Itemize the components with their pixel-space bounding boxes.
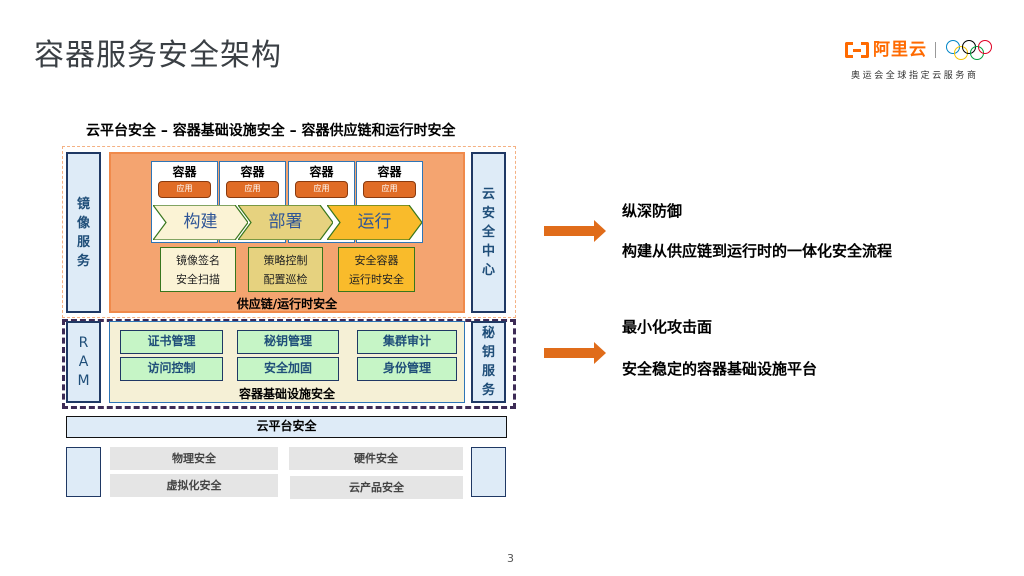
side-char: 全 [481,225,495,240]
task-line: 配置巡检 [263,272,308,286]
bottom-right-box [471,447,506,497]
bullet-detail: 构建从供应链到运行时的一体化安全流程 [622,242,893,260]
brand-name: 阿里云 [873,40,927,60]
olympic-rings-icon [946,39,994,61]
bullet-detail: 安全稳定的容器基础设施平台 [622,360,818,378]
bullet-heading: 纵深防御 [622,202,683,220]
stage-chevron-deploy: 部署 [238,205,333,240]
cloud-platform-bar: 云平台安全 [66,416,507,438]
stage-chevron-build: 构建 [153,205,248,240]
platform-item-virtualization: 虚拟化安全 [110,474,278,497]
task-line: 安全容器 [354,253,399,267]
infra-item-identity: 身份管理 [357,357,457,381]
task-box-deploy: 策略控制 配置巡检 [248,247,323,292]
arrow-right-icon [544,220,606,242]
task-line: 安全扫描 [176,272,220,286]
side-char: 像 [76,215,90,231]
logo-divider [935,42,936,58]
side-char: 心 [481,263,495,278]
olympic-ring [978,40,992,54]
infra-item-access: 访问控制 [120,357,223,381]
infra-item-key: 秘钥管理 [237,330,339,354]
side-char: 安 [481,206,495,221]
bullet-heading: 最小化攻击面 [622,318,713,336]
side-char: 务 [76,253,90,269]
infra-item-hardening: 安全加固 [237,357,339,381]
side-char: 镜 [76,196,90,212]
ram-box: R A M [66,321,101,403]
task-box-build: 镜像签名 安全扫描 [160,247,236,292]
infra-item-audit: 集群审计 [357,330,457,354]
side-char: 务 [481,383,495,398]
supply-chain-label: 供应链/运行时安全 [236,297,338,311]
infrastructure-region-border [62,319,516,409]
platform-item-cloud-product: 云产品安全 [290,476,463,499]
arrow-right-icon [544,342,606,364]
app-pill: 应用 [295,181,348,198]
side-char: 秘 [481,326,495,341]
page-number: 3 [507,552,514,565]
app-pill: 应用 [226,181,279,198]
task-line: 运行时安全 [349,272,404,286]
infra-item-cert: 证书管理 [120,330,223,354]
platform-item-physical: 物理安全 [110,447,278,470]
diagram-heading: 云平台安全 – 容器基础设施安全 – 容器供应链和运行时安全 [86,123,456,139]
cloud-security-center-box: 云 安 全 中 心 [471,152,506,313]
app-pill: 应用 [158,181,211,198]
task-box-run: 安全容器 运行时安全 [338,247,415,292]
container-title: 容器 [172,165,197,179]
task-line: 镜像签名 [176,253,220,267]
slide-title: 容器服务安全架构 [34,38,282,73]
bottom-left-box [66,447,101,497]
logo-tagline: 奥运会全球指定云服务商 [851,71,979,81]
image-service-box: 镜 像 服 务 [66,152,101,313]
stage-chevron-run: 运行 [327,205,422,240]
stage-label: 部署 [268,212,303,232]
aliyun-logo-icon [845,42,869,58]
stage-label: 运行 [357,212,392,232]
task-line: 策略控制 [263,253,308,267]
supply-chain-region-border [62,146,516,318]
stage-label: 构建 [183,212,218,232]
platform-item-hardware: 硬件安全 [289,447,463,470]
side-char: A [78,353,89,370]
container-title: 容器 [377,165,402,179]
side-char: 云 [481,187,495,202]
side-char: M [77,372,90,389]
side-char: 钥 [481,345,495,360]
key-service-box: 秘 钥 服 务 [471,321,506,403]
side-char: R [78,334,89,351]
side-char: 服 [76,234,90,250]
infrastructure-label: 容器基础设施安全 [238,387,335,401]
side-char: 中 [481,244,495,259]
app-pill: 应用 [363,181,416,198]
container-title: 容器 [240,165,265,179]
aliyun-olympic-logo: 阿里云 奥运会全球指定云服务商 [845,38,1005,86]
side-char: 服 [481,364,495,379]
container-title: 容器 [309,165,334,179]
